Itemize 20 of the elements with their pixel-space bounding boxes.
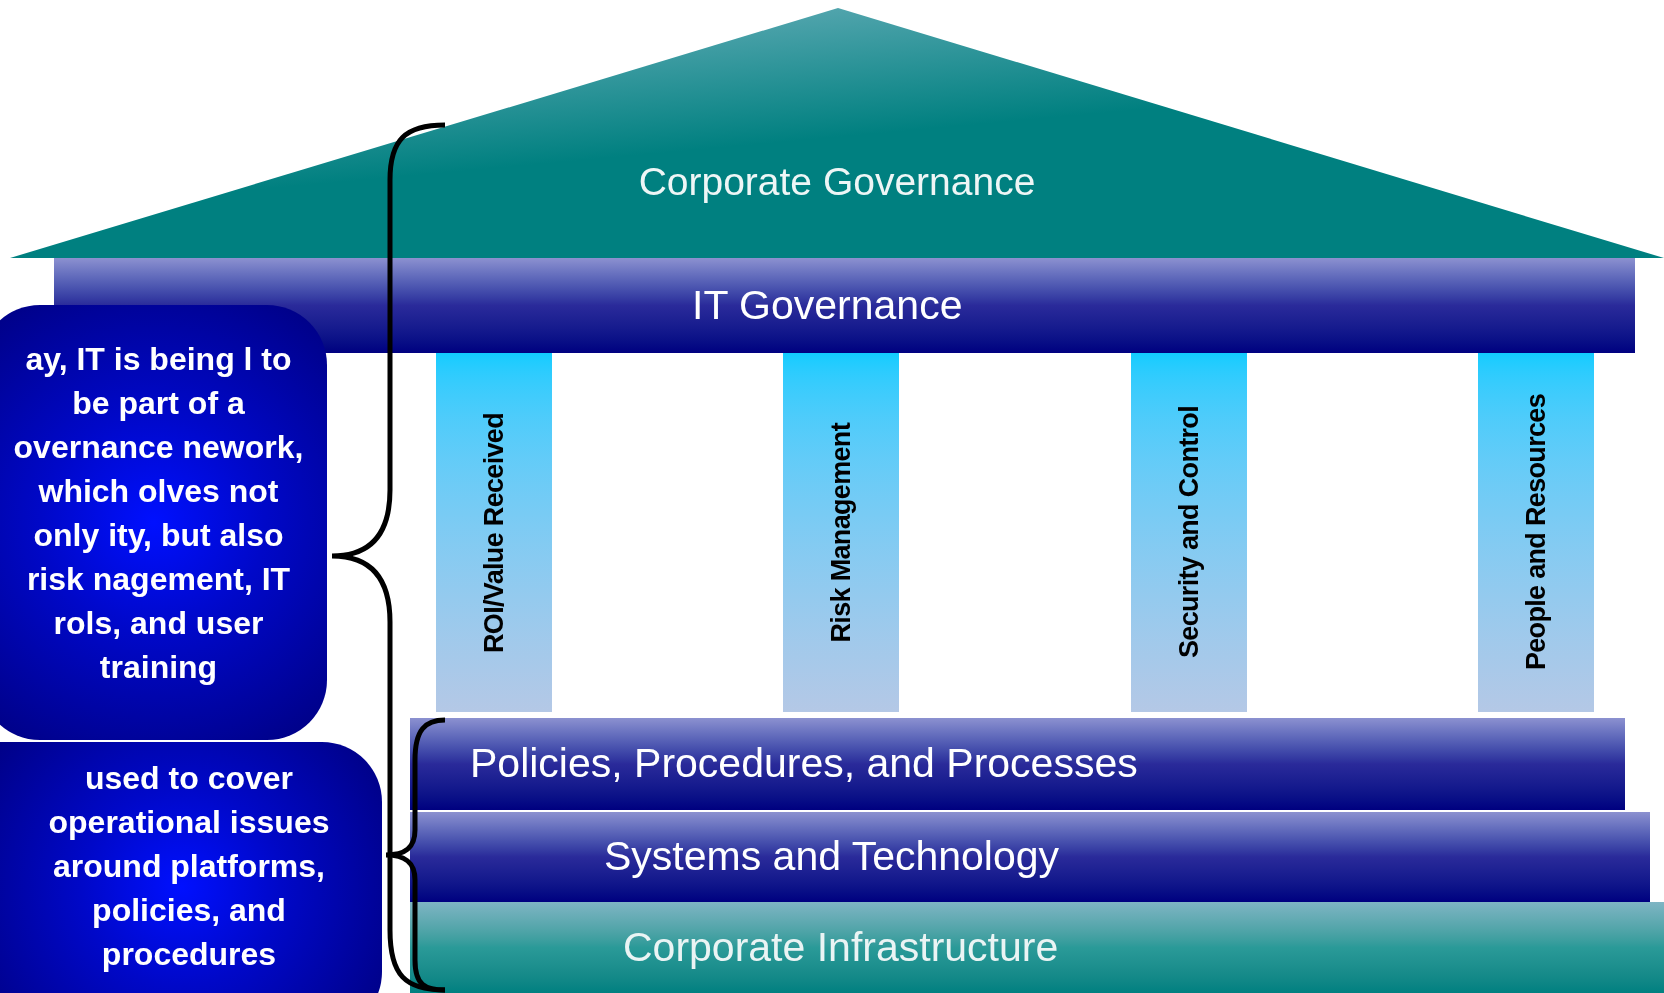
bar-label: IT Governance [692,280,963,330]
pillar [783,353,899,712]
callout-box [0,305,327,740]
roof-label: Corporate Governance [638,160,1036,203]
callout-text: used to cover operational issues around platforms, policies, and procedures [47,759,331,974]
beam-bar [410,812,1650,902]
beam-bar [410,718,1625,810]
pillar [1131,353,1247,712]
bar-label: Systems and Technology [604,832,1060,882]
pillar [1478,353,1594,712]
pillar-label: People and Resources [1519,394,1552,671]
foundation-bar [410,902,1664,993]
callout-text: ay, IT is being l to be part of a overnance nework, which olves not only ity, but also risk nagement, IT rols, and user training [12,340,305,687]
pillar [436,353,552,712]
pillar-label: Risk Management [824,422,857,643]
bar-label: Corporate Infrastructure [623,922,1059,972]
pillar-label: Security and Control [1172,406,1205,659]
bar-label: Policies, Procedures, and Processes [470,739,1138,789]
callout-box [0,742,382,993]
pillar-label: ROI/Value Received [477,412,510,653]
